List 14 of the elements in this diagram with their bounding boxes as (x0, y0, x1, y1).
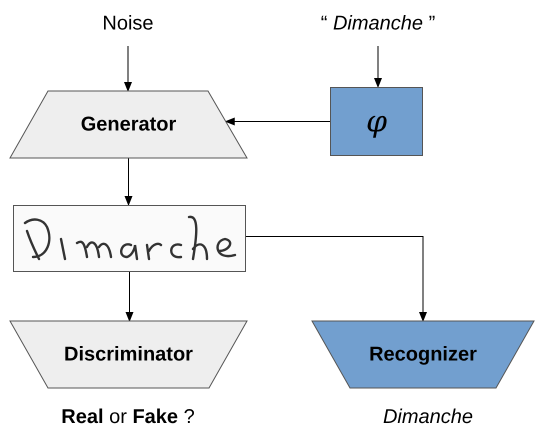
arrow (374, 46, 382, 88)
phi-symbol: φ (366, 104, 387, 139)
arrow (126, 272, 134, 322)
node-label: Generator (80, 113, 176, 135)
arrow (224, 118, 330, 126)
arrow (124, 46, 132, 92)
output-label: Dimanche (382, 406, 474, 428)
arrow (246, 236, 427, 322)
arrow (124, 158, 132, 206)
input-label: “ Dimanche ” (320, 12, 436, 34)
node-label: Recognizer (369, 343, 477, 365)
input-label: Noise (102, 12, 154, 34)
node-label: Discriminator (64, 343, 193, 365)
output-label: Real or Fake ? (61, 406, 195, 428)
